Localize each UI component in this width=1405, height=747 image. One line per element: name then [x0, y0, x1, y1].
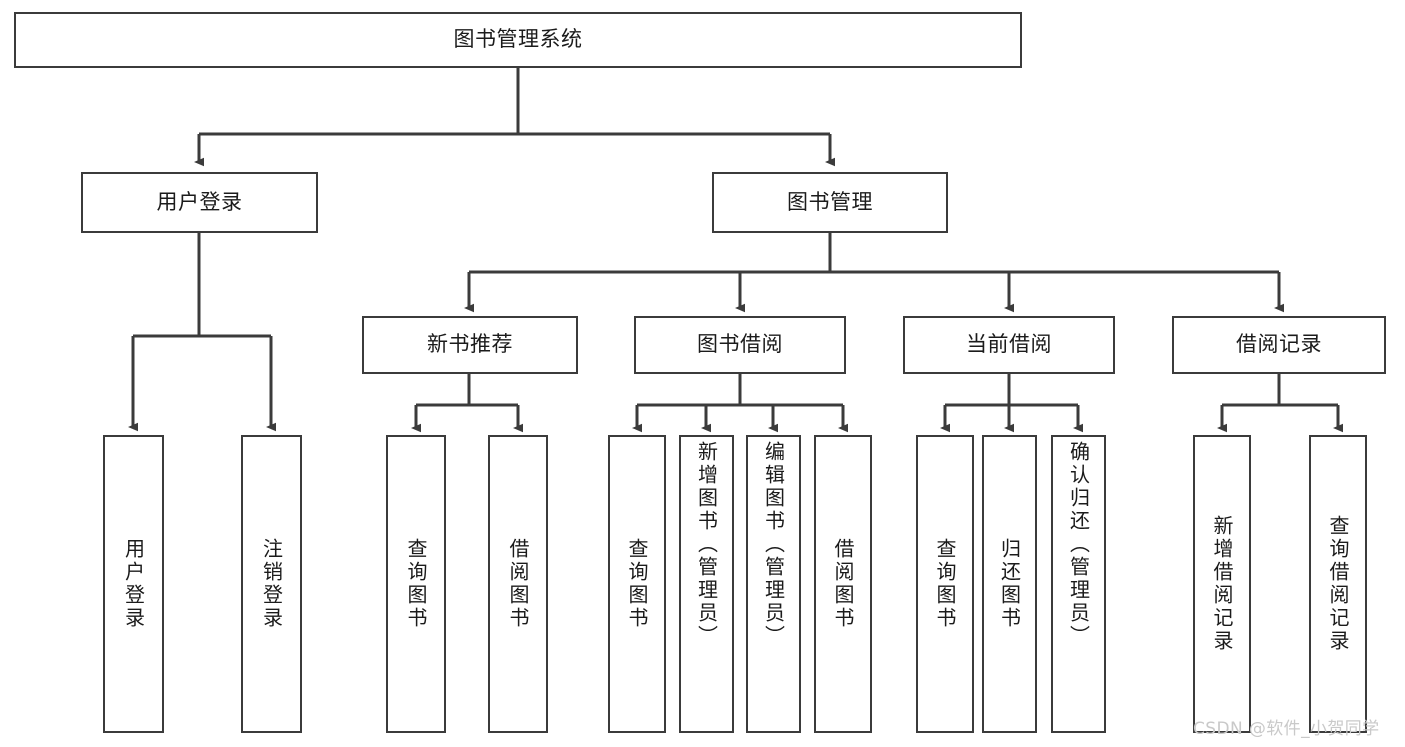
node-leaf-add-borrow-record[interactable]: 新增借阅记录	[1193, 435, 1251, 733]
node-user-login[interactable]: 用户登录	[81, 172, 318, 233]
node-current-borrow[interactable]: 当前借阅	[903, 316, 1115, 374]
node-label: 用户登录	[156, 189, 243, 214]
node-label: 新增借阅记录	[1210, 515, 1234, 653]
node-label: 新增图书（管理员）	[694, 441, 719, 648]
node-leaf-query-book-2[interactable]: 查询图书	[608, 435, 666, 733]
node-label: 当前借阅	[966, 332, 1052, 357]
node-label: 图书借阅	[697, 332, 783, 357]
node-leaf-logout-login[interactable]: 注销登录	[241, 435, 302, 733]
csdn-watermark: CSDN @软件_小贺同学	[1193, 719, 1380, 739]
node-label: 借阅图书	[506, 538, 530, 630]
node-label: 确认归还（管理员）	[1066, 441, 1091, 648]
node-label: 编辑图书（管理员）	[761, 441, 786, 648]
node-label: 借阅记录	[1236, 332, 1322, 357]
node-borrow-record[interactable]: 借阅记录	[1172, 316, 1386, 374]
node-label: 查询图书	[404, 538, 428, 630]
node-leaf-return-book[interactable]: 归还图书	[982, 435, 1037, 733]
node-leaf-borrow-book-2[interactable]: 借阅图书	[814, 435, 872, 733]
node-label: 图书管理系统	[453, 27, 583, 52]
node-label: 注销登录	[259, 538, 284, 630]
node-book-management[interactable]: 图书管理	[712, 172, 948, 233]
node-label: 归还图书	[997, 538, 1022, 630]
node-new-book-recommend[interactable]: 新书推荐	[362, 316, 578, 374]
node-leaf-query-book-3[interactable]: 查询图书	[916, 435, 974, 733]
node-leaf-user-login[interactable]: 用户登录	[103, 435, 164, 733]
node-leaf-query-borrow-record[interactable]: 查询借阅记录	[1309, 435, 1367, 733]
node-label: 用户登录	[121, 538, 146, 630]
node-leaf-add-book-admin[interactable]: 新增图书（管理员）	[679, 435, 734, 733]
node-label: 查询图书	[625, 538, 649, 630]
node-leaf-edit-book-admin[interactable]: 编辑图书（管理员）	[746, 435, 801, 733]
node-label: 图书管理	[787, 189, 873, 214]
node-label: 查询借阅记录	[1326, 515, 1350, 653]
node-label: 新书推荐	[427, 332, 513, 357]
node-label: 借阅图书	[831, 538, 855, 630]
node-leaf-confirm-return-admin[interactable]: 确认归还（管理员）	[1051, 435, 1106, 733]
node-book-management-system[interactable]: 图书管理系统	[14, 12, 1022, 68]
node-label: 查询图书	[933, 538, 957, 630]
node-book-borrow[interactable]: 图书借阅	[634, 316, 846, 374]
node-leaf-query-book-1[interactable]: 查询图书	[386, 435, 446, 733]
node-leaf-borrow-book-1[interactable]: 借阅图书	[488, 435, 548, 733]
